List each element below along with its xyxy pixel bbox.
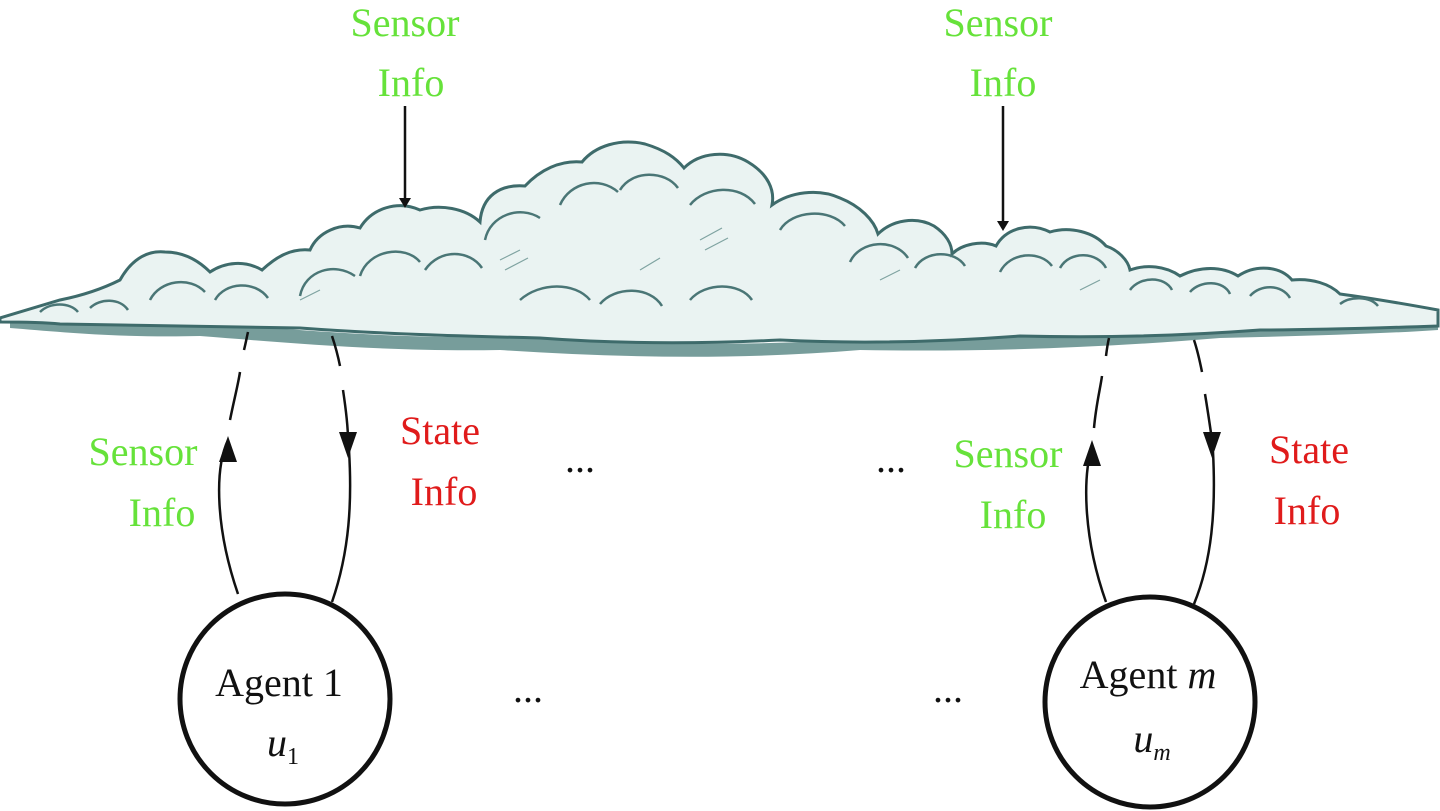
link-1-sensor-line	[217, 439, 240, 595]
agent-m-node	[1042, 594, 1258, 810]
link-1-state-line2: Info	[411, 469, 478, 514]
link-m-state-line	[1192, 451, 1216, 605]
link-1-state-arrow	[339, 432, 357, 458]
link-1-state-line	[330, 449, 352, 603]
top-sensor-1-line1: Sensor	[351, 0, 460, 45]
link-m-sensor-line-top	[1104, 337, 1111, 357]
agent-m-var: u	[1133, 716, 1153, 761]
agent-1-variable: u1	[267, 720, 299, 770]
ellipsis-agents-right: ...	[933, 666, 963, 711]
ellipsis-links-right: ...	[876, 436, 906, 481]
link-m-sensor-line-upper	[1092, 375, 1104, 429]
top-sensor-2-line2: Info	[970, 60, 1037, 105]
link-m-sensor-arrow	[1083, 440, 1101, 466]
link-m-lines	[1084, 337, 1216, 605]
ellipsis-agents-left: ...	[513, 666, 543, 711]
link-1-sensor-arrow	[219, 436, 237, 462]
ellipsis-links-left: ...	[565, 436, 595, 481]
cloud-shadow	[10, 318, 1438, 357]
agent-m-name-var: m	[1187, 652, 1216, 697]
link-m-sensor-line2: Info	[980, 492, 1047, 537]
link-1-sensor-line2: Info	[129, 490, 196, 535]
agent-m-sub: m	[1153, 740, 1170, 766]
link-1-sensor-line1: Sensor	[89, 429, 198, 474]
link-m-sensor-line1: Sensor	[954, 431, 1063, 476]
cloud-puffs	[39, 173, 1379, 313]
link-m-sensor-line	[1084, 445, 1108, 603]
cloud-hatching	[299, 227, 1101, 301]
agent-1-sub: 1	[287, 744, 299, 770]
link-m-state-arrow	[1203, 432, 1221, 458]
link-m-state-line1: State	[1269, 427, 1349, 472]
link-1-state-line-top	[330, 335, 342, 367]
link-1-sensor-line-upper	[228, 371, 242, 421]
link-1-state-line1: State	[400, 408, 480, 453]
agent-1-node	[177, 591, 393, 807]
agent-m-name-prefix: Agent	[1080, 652, 1188, 697]
link-m-state-line-top	[1192, 339, 1204, 373]
top-sensor-2-line1: Sensor	[944, 0, 1053, 45]
cloud	[0, 140, 1440, 357]
link-m-state-line2: Info	[1274, 488, 1341, 533]
link-1-sensor-line-top	[242, 331, 250, 351]
agent-1-name: Agent 1	[215, 660, 343, 705]
top-sensor-1-line2: Info	[378, 60, 445, 105]
agent-1-var: u	[267, 720, 287, 765]
agent-m-variable: um	[1133, 716, 1170, 766]
agent-m-name: Agent m	[1080, 652, 1217, 697]
link-1-lines	[217, 331, 352, 603]
